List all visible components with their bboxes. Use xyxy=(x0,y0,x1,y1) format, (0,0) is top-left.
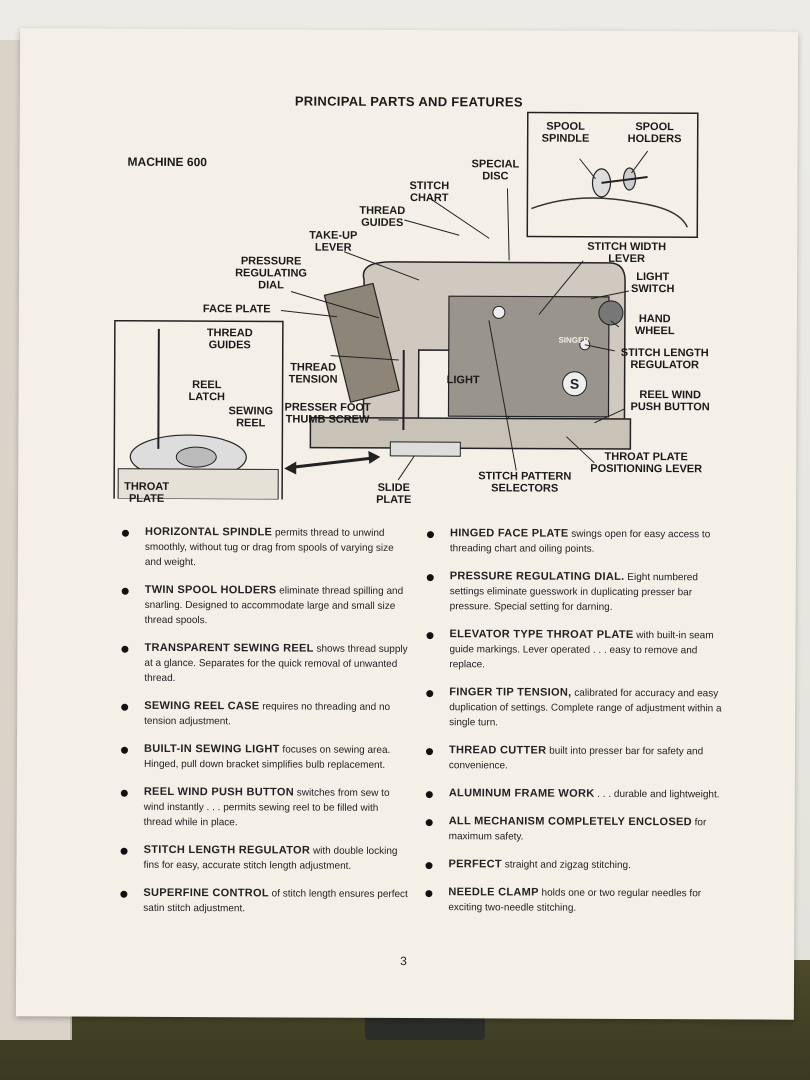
feature-item: ELEVATOR TYPE THROAT PLATE with built-in… xyxy=(422,627,722,673)
bullet-icon xyxy=(425,819,433,827)
label-face-plate: FACE PLATE xyxy=(202,303,271,316)
feature-item: BUILT-IN SEWING LIGHT focuses on sewing … xyxy=(117,742,409,773)
bullet-icon xyxy=(121,529,129,537)
face-plate-part xyxy=(323,282,400,403)
bullet-icon xyxy=(425,748,434,756)
feature-item: SEWING REEL CASE requires no threading a… xyxy=(117,699,409,730)
feature-item: STITCH LENGTH REGULATOR with double lock… xyxy=(116,843,408,874)
bullet-icon xyxy=(425,890,433,898)
singer-brand: SINGER xyxy=(558,336,589,345)
feature-item: TWIN SPOOL HOLDERS eliminate thread spil… xyxy=(118,583,410,629)
bullet-icon xyxy=(120,847,128,855)
bullet-icon xyxy=(426,632,434,640)
features-right-column: HINGED FACE PLATE swings open for easy a… xyxy=(421,526,723,929)
feature-item: PRESSURE REGULATING DIAL. Eight numbered… xyxy=(423,569,723,615)
label-light: LIGHT xyxy=(446,374,480,387)
hand-wheel-part xyxy=(598,300,624,326)
features-left-column: HORIZONTAL SPINDLE permits thread to unw… xyxy=(116,525,410,930)
feature-item: HINGED FACE PLATE swings open for easy a… xyxy=(423,526,723,557)
bullet-icon xyxy=(121,587,129,595)
svg-text:S: S xyxy=(570,376,579,392)
bullet-icon xyxy=(120,890,128,898)
bullet-icon xyxy=(121,645,129,653)
bullet-icon xyxy=(426,690,434,698)
slide-plate-part xyxy=(389,441,461,457)
machine-base xyxy=(309,416,632,450)
manual-page: PRINCIPAL PARTS AND FEATURES MACHINE 600… xyxy=(15,28,799,1020)
control-panel xyxy=(447,295,610,418)
double-arrow xyxy=(290,456,375,469)
feature-item: REEL WIND PUSH BUTTON switches from sew … xyxy=(117,785,409,831)
feature-item: PERFECT straight and zigzag stitching. xyxy=(421,857,721,873)
bullet-icon xyxy=(120,746,129,754)
bullet-icon xyxy=(425,791,433,799)
feature-item: THREAD CUTTER built into presser bar for… xyxy=(422,743,722,774)
bullet-icon xyxy=(426,574,434,582)
feature-item: ALUMINUM FRAME WORK . . . durable and li… xyxy=(422,786,722,802)
singer-logo xyxy=(562,371,588,397)
bullet-icon xyxy=(120,789,128,797)
bullet-icon xyxy=(425,862,433,870)
feature-item: FINGER TIP TENSION, calibrated for accur… xyxy=(422,685,722,731)
feature-item: HORIZONTAL SPINDLE permits thread to unw… xyxy=(118,525,410,571)
feature-item: TRANSPARENT SEWING REEL shows thread sup… xyxy=(117,641,409,687)
bullet-icon xyxy=(426,531,434,539)
feature-item: SUPERFINE CONTROL of stitch length ensur… xyxy=(116,886,408,917)
sewing-machine-diagram: S SINGER xyxy=(113,111,699,502)
bullet-icon xyxy=(121,703,129,711)
spool-inset-machine-top xyxy=(531,197,688,228)
feature-item: NEEDLE CLAMP holds one or two regular ne… xyxy=(421,885,721,916)
page-number: 3 xyxy=(400,953,407,969)
feature-item: ALL MECHANISM COMPLETELY ENCLOSED for ma… xyxy=(422,814,722,845)
